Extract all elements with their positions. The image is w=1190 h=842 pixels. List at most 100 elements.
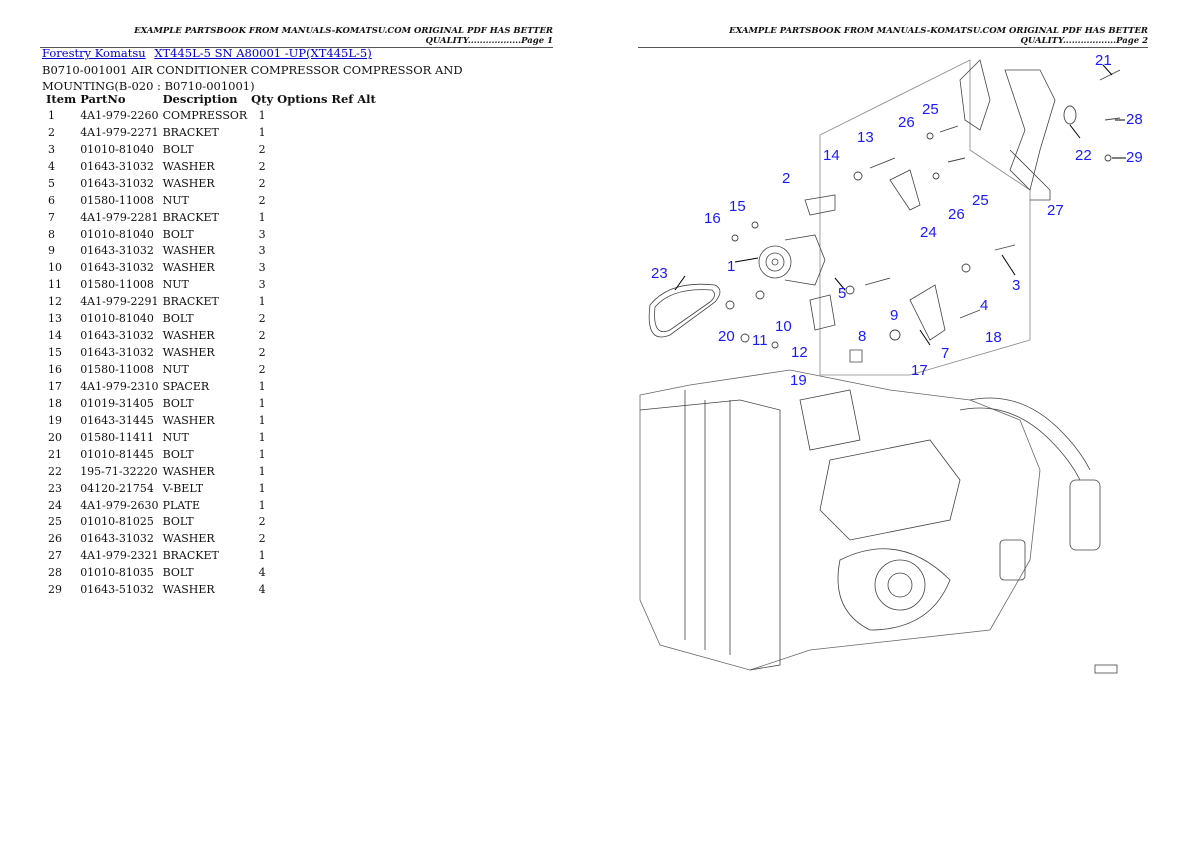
cell-qty: 2 bbox=[258, 159, 266, 173]
cell-qty: 1 bbox=[258, 549, 266, 563]
cell-item: 17 bbox=[48, 379, 62, 393]
cell-item: 2 bbox=[48, 125, 55, 139]
cell-part: 01643-31032 bbox=[80, 532, 154, 546]
callout-3: 3 bbox=[1012, 277, 1020, 294]
cell-item: 18 bbox=[48, 396, 62, 410]
cell-desc: PLATE bbox=[162, 498, 200, 512]
diagram-drawing bbox=[639, 59, 1126, 674]
cell-empty bbox=[329, 395, 355, 412]
cell-desc: BRACKET bbox=[162, 210, 219, 224]
callout-27: 27 bbox=[1047, 202, 1064, 219]
cell-item: 25 bbox=[48, 515, 62, 529]
cell-item: 19 bbox=[48, 413, 62, 427]
cell-item: 5 bbox=[48, 176, 55, 190]
cell-desc: NUT bbox=[162, 193, 189, 207]
column-header-options: Options bbox=[277, 91, 328, 106]
callout-4: 4 bbox=[980, 297, 988, 314]
cell-empty bbox=[329, 530, 355, 547]
cell-part: 01643-31445 bbox=[80, 413, 154, 427]
cell-empty bbox=[275, 293, 329, 310]
cell-qty: 2 bbox=[258, 142, 266, 156]
cell-empty bbox=[355, 412, 378, 429]
cell-empty bbox=[329, 209, 355, 226]
breadcrumb-link-forestry-komatsu[interactable]: Forestry Komatsu bbox=[42, 46, 146, 60]
callout-2: 2 bbox=[782, 170, 790, 187]
cell-empty bbox=[275, 175, 329, 192]
cell-qty: 2 bbox=[258, 532, 266, 546]
cell-item: 26 bbox=[48, 532, 62, 546]
breadcrumb-link-model[interactable]: XT445L-5 SN A80001 -UP(XT445L-5) bbox=[154, 46, 372, 60]
cell-empty bbox=[355, 514, 378, 531]
cell-empty bbox=[329, 192, 355, 209]
cell-desc: WASHER bbox=[162, 176, 215, 190]
cell-desc: WASHER bbox=[162, 346, 215, 360]
cell-empty bbox=[329, 243, 355, 260]
callout-17: 17 bbox=[911, 362, 928, 379]
cell-desc: BRACKET bbox=[162, 125, 219, 139]
cell-item: 12 bbox=[48, 295, 62, 309]
cell-empty bbox=[329, 480, 355, 497]
callout-29: 29 bbox=[1126, 149, 1143, 166]
cell-part: 01643-51032 bbox=[80, 583, 154, 597]
cell-part: 195-71-32220 bbox=[80, 464, 158, 478]
cell-qty: 2 bbox=[258, 329, 266, 343]
cell-empty bbox=[275, 344, 329, 361]
column-header-alt: Alt bbox=[357, 91, 376, 106]
page-title: B0710-001001 AIR CONDITIONER COMPRESSOR … bbox=[42, 63, 463, 93]
cell-qty: 2 bbox=[258, 176, 266, 190]
cell-qty: 1 bbox=[258, 498, 266, 512]
cell-part: 4A1-979-2260 bbox=[80, 108, 159, 122]
cell-part: 4A1-979-2281 bbox=[80, 210, 159, 224]
cell-qty: 4 bbox=[258, 583, 266, 597]
cell-empty bbox=[329, 361, 355, 378]
cell-empty bbox=[275, 581, 329, 598]
cell-empty bbox=[355, 107, 378, 124]
cell-item: 23 bbox=[48, 481, 62, 495]
cell-desc: BOLT bbox=[162, 515, 194, 529]
cell-desc: BOLT bbox=[162, 447, 194, 461]
callout-15: 15 bbox=[729, 198, 746, 215]
cell-desc: NUT bbox=[162, 430, 189, 444]
callout-7: 7 bbox=[941, 345, 949, 362]
cell-part: 01580-11008 bbox=[80, 193, 154, 207]
cell-item: 6 bbox=[48, 193, 55, 207]
page-header-1: EXAMPLE PARTSBOOK FROM MANUALS-KOMATSU.C… bbox=[40, 26, 553, 48]
callout-13: 13 bbox=[857, 129, 874, 146]
cell-empty bbox=[355, 497, 378, 514]
cell-qty: 1 bbox=[258, 396, 266, 410]
cell-empty bbox=[329, 310, 355, 327]
cell-item: 24 bbox=[48, 498, 62, 512]
cell-part: 01580-11008 bbox=[80, 363, 154, 377]
callout-1: 1 bbox=[727, 258, 735, 275]
cell-empty bbox=[329, 581, 355, 598]
cell-item: 16 bbox=[48, 363, 62, 377]
cell-part: 01643-31032 bbox=[80, 346, 154, 360]
cell-empty bbox=[275, 564, 329, 581]
cell-desc: NUT bbox=[162, 278, 189, 292]
cell-empty bbox=[329, 175, 355, 192]
cell-part: 01643-31032 bbox=[80, 159, 154, 173]
cell-empty bbox=[275, 158, 329, 175]
cell-part: 01010-81035 bbox=[80, 566, 154, 580]
cell-empty bbox=[275, 226, 329, 243]
cell-empty bbox=[275, 192, 329, 209]
cell-qty: 1 bbox=[258, 413, 266, 427]
cell-empty bbox=[355, 175, 378, 192]
callout-25: 25 bbox=[922, 101, 939, 118]
cell-empty bbox=[275, 530, 329, 547]
